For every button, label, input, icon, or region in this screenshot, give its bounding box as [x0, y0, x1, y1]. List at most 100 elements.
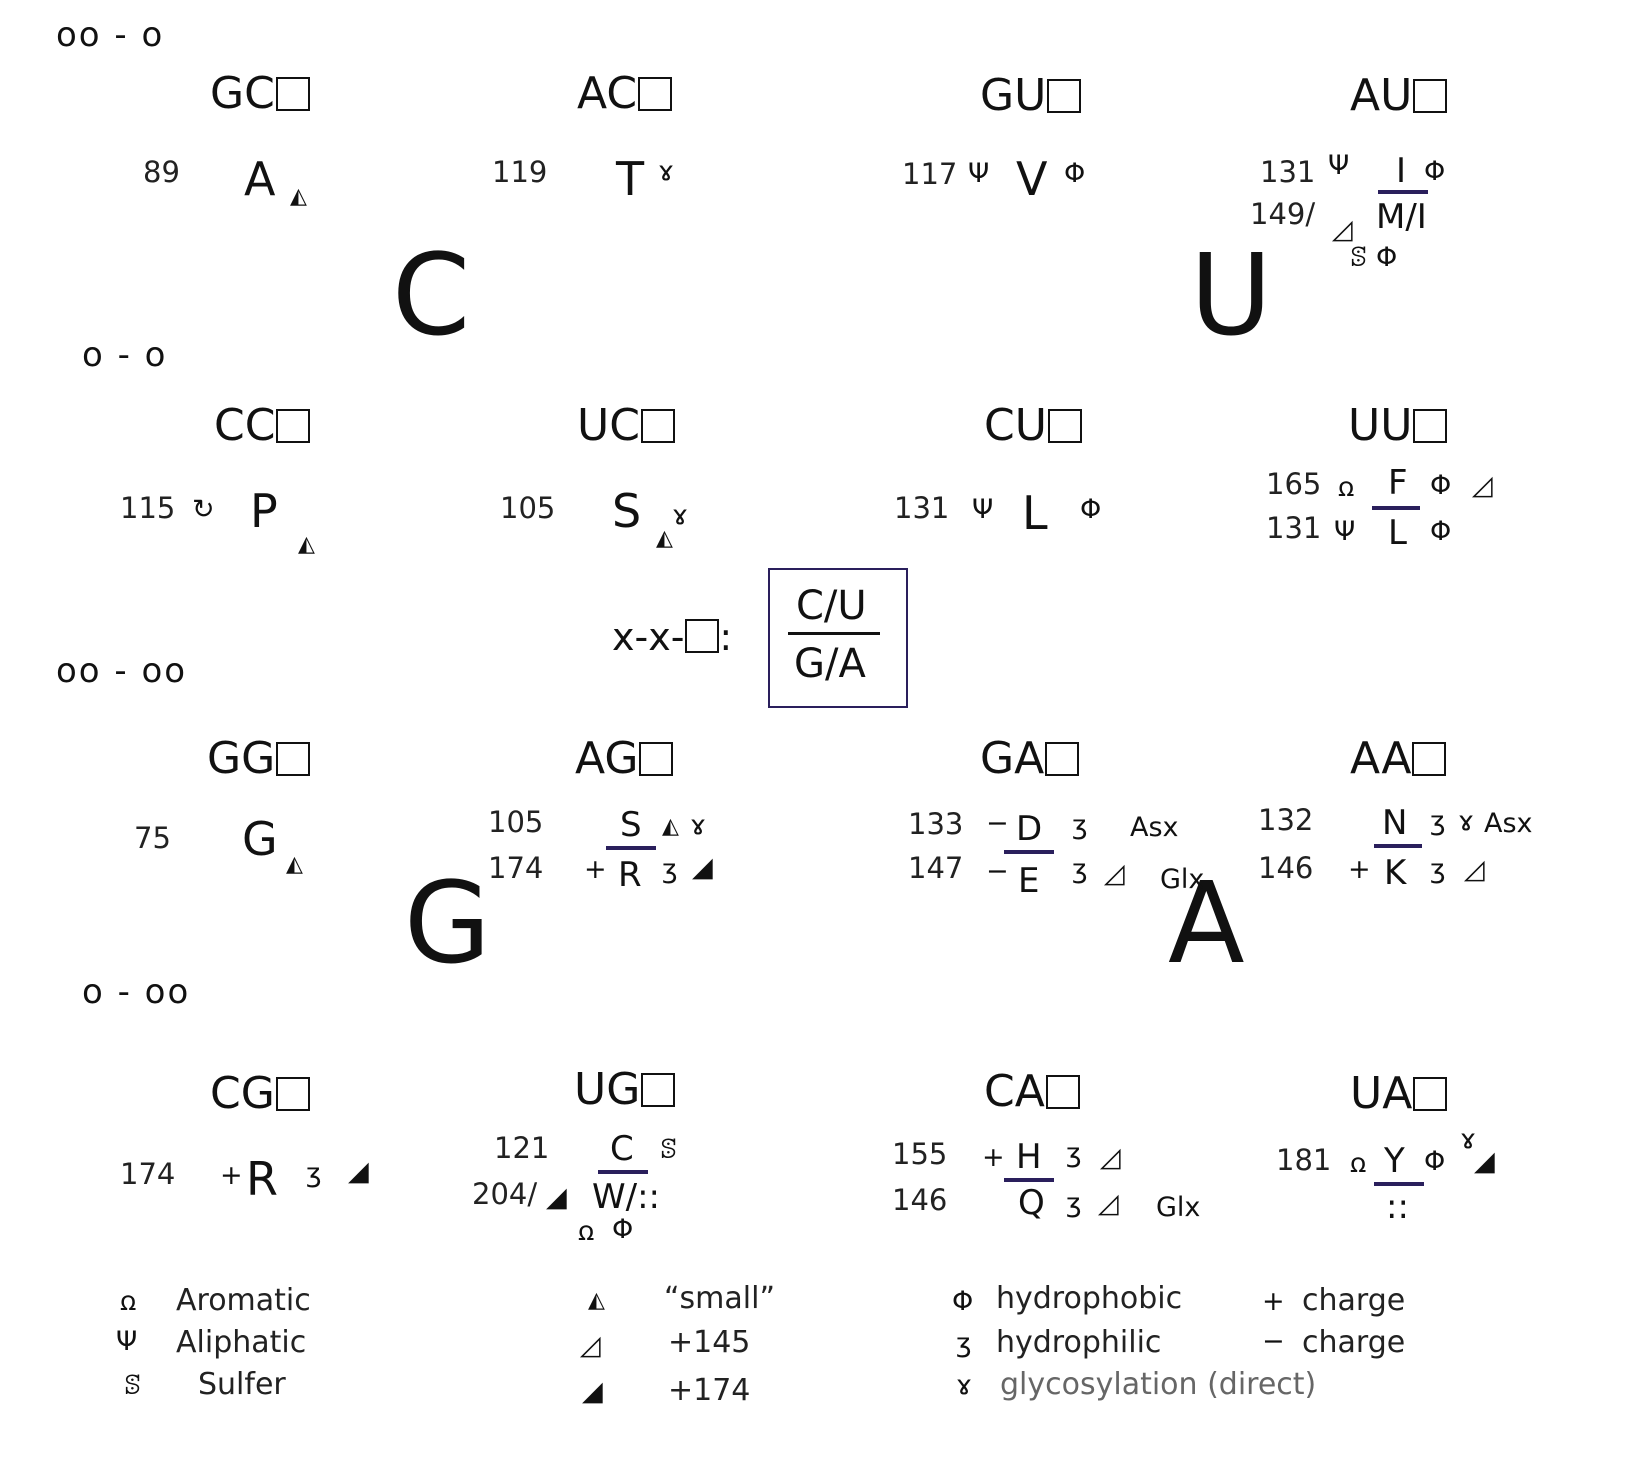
hydrophobic-icon: Φ — [1430, 516, 1452, 547]
amino-acid-g: G — [242, 812, 278, 866]
amino-acid-s: S — [612, 484, 642, 538]
mass-label: 117 — [902, 157, 958, 191]
big-letter-a: A — [1168, 859, 1245, 989]
mass-label: 165 — [1266, 467, 1322, 501]
glx-tag: Glx — [1160, 864, 1205, 895]
key-top: C/U — [796, 583, 867, 629]
split-bar — [1374, 1182, 1424, 1186]
mass-label: 105 — [488, 805, 544, 839]
plus174-icon: ◢ — [692, 852, 713, 883]
amino-acid-h: H — [1016, 1137, 1042, 1177]
codon-header-uc: UC — [577, 404, 675, 448]
mass-label: 204/ — [472, 1177, 538, 1211]
wildcard-box — [1045, 1075, 1080, 1109]
mass-label: 147 — [908, 851, 964, 885]
key-prefix: x-x-: — [612, 615, 733, 659]
plus-charge-icon: + — [584, 854, 607, 885]
mass-label: 132 — [1258, 803, 1314, 837]
legend-hydrophobic: hydrophobic — [996, 1281, 1183, 1316]
amino-acid-f: F — [1388, 463, 1408, 503]
amino-acid-l: L — [1022, 486, 1048, 540]
key-box — [768, 568, 908, 708]
pattern-label-oo-o: oo - o — [56, 15, 165, 55]
hydrophobic-icon: Φ — [1424, 1146, 1446, 1177]
legend-sulfur: Sulfer — [198, 1367, 286, 1402]
hydrophobic-icon: Φ — [1064, 158, 1086, 189]
asx-tag: Asx — [1130, 812, 1179, 843]
wildcard-box — [276, 409, 311, 443]
codon-header-uu: UU — [1348, 404, 1448, 448]
mass-label: 131 — [1266, 511, 1322, 545]
aliphatic-icon: Ψ — [968, 158, 990, 189]
small-icon: ◭ — [656, 526, 673, 551]
legend-small: “small” — [664, 1281, 775, 1316]
wildcard-box — [275, 77, 310, 111]
small-icon: ◭ — [286, 852, 303, 877]
amino-acid-i: I — [1396, 151, 1407, 191]
hydrophobic-icon: Φ — [612, 1214, 634, 1245]
aromatic-icon: ꭥ — [1338, 472, 1355, 503]
split-bar — [598, 1170, 648, 1174]
hydrophilic-icon: ʒ — [1430, 806, 1446, 837]
hydrophilic-icon: ʒ — [1430, 854, 1446, 885]
legend-plus145: +145 — [668, 1325, 751, 1360]
legend-plus174: +174 — [668, 1373, 751, 1408]
codon-header-au: AU — [1350, 74, 1448, 118]
mass-label: 146 — [892, 1183, 948, 1217]
key-fraction-line — [788, 632, 880, 635]
amino-acid-c: C — [610, 1129, 634, 1169]
amino-acid-m-i: M/I — [1376, 197, 1427, 237]
aliphatic-icon: Ψ — [116, 1326, 138, 1357]
legend-hydrophilic: hydrophilic — [996, 1325, 1162, 1360]
plus145-icon: ◿ — [580, 1330, 601, 1361]
wildcard-box — [1047, 409, 1082, 443]
split-bar — [606, 846, 656, 850]
wildcard-box — [638, 77, 673, 111]
pattern-label-o-oo: o - oo — [82, 972, 191, 1012]
pattern-label-o-o: o - o — [82, 335, 168, 375]
plus174-icon: ◢ — [1474, 1146, 1495, 1177]
codon-header-ac: AC — [577, 72, 673, 116]
plus-charge-icon: + — [220, 1160, 243, 1191]
mass-label: 89 — [143, 155, 180, 189]
mass-label: 174 — [488, 851, 544, 885]
codon-header-cu: CU — [984, 404, 1082, 448]
plus145-icon: ◿ — [1464, 854, 1485, 885]
codon-header-cg: CG — [210, 1072, 310, 1116]
amino-acid-l: L — [1388, 513, 1407, 553]
aliphatic-icon: Ψ — [1334, 516, 1356, 547]
mass-label: 75 — [134, 821, 171, 855]
codon-header-ag: AG — [575, 737, 674, 781]
aliphatic-icon: Ψ — [1328, 150, 1350, 181]
glycosylation-icon: ɤ — [690, 810, 707, 841]
plus145-icon: ◿ — [1104, 858, 1125, 889]
hydrophobic-icon: Φ — [1376, 242, 1398, 273]
wildcard-box — [1045, 742, 1080, 776]
small-icon: ◭ — [298, 532, 315, 557]
split-bar — [1374, 844, 1422, 848]
amino-acid-r: R — [618, 855, 642, 895]
codon-header-aa: AA — [1350, 737, 1447, 781]
plus145-icon: ◿ — [1332, 214, 1353, 245]
glx-tag: Glx — [1156, 1192, 1201, 1223]
glycosylation-icon: ɤ — [956, 1370, 973, 1401]
glycosylation-icon: ɤ — [658, 156, 675, 187]
mass-label: 115 — [120, 491, 176, 525]
codon-header-cc: CC — [214, 404, 311, 448]
wildcard-box — [641, 1073, 676, 1107]
mass-label: 149/ — [1250, 197, 1316, 231]
aromatic-icon: ꭥ — [1350, 1148, 1367, 1179]
asx-tag: Asx — [1484, 808, 1533, 839]
glycosylation-icon: ɤ — [1458, 806, 1475, 837]
plus174-icon: ◢ — [348, 1156, 369, 1187]
big-letter-g: G — [404, 859, 491, 989]
mass-label: 131 — [1260, 155, 1316, 189]
mass-label: 174 — [120, 1157, 176, 1191]
wildcard-box — [1047, 79, 1082, 113]
wildcard-box — [639, 742, 674, 776]
small-icon: ◭ — [588, 1288, 605, 1313]
wildcard-box — [1413, 1077, 1448, 1111]
key-bottom: G/A — [794, 641, 866, 687]
codon-header-ga: GA — [980, 737, 1080, 781]
legend-minus-charge: charge — [1302, 1325, 1406, 1360]
